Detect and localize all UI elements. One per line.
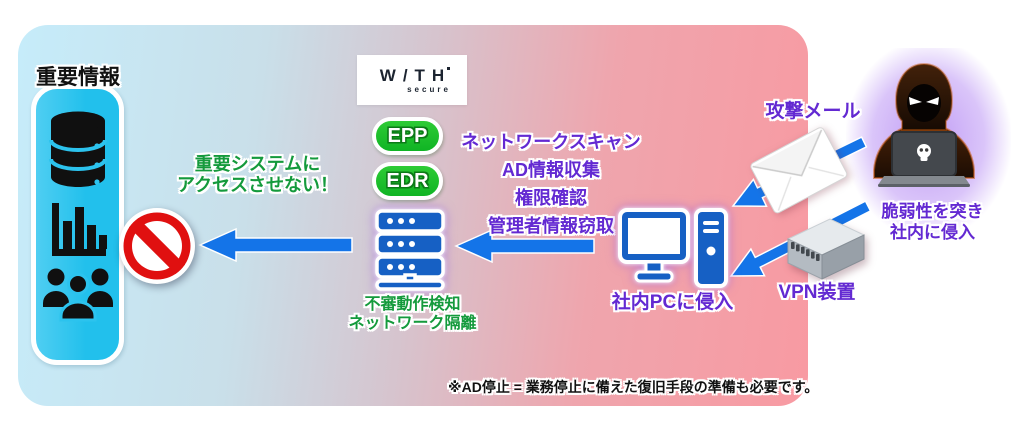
pc-caption: 社内PCに侵入 xyxy=(611,292,734,313)
hacker-caption-line2: 社内に侵入 xyxy=(890,223,975,242)
hacker-icon xyxy=(856,58,996,195)
detection-line1: 不審動作検知 xyxy=(364,296,461,313)
users-icon xyxy=(31,266,124,322)
attack-step: 権限確認 xyxy=(515,188,587,208)
prohibition-icon xyxy=(118,207,196,290)
block-message-line1: 重要システムに xyxy=(194,154,321,174)
withsecure-logo-brand: W/TH xyxy=(373,66,451,86)
company-pc-icon xyxy=(618,208,730,297)
footnote: ※AD停止 = 業務停止に備えた復旧手段の準備も必要です。 xyxy=(448,379,819,395)
important-info-label: 重要情報 xyxy=(36,66,120,89)
vpn-device-icon xyxy=(768,215,868,292)
bar-chart-icon xyxy=(31,200,124,258)
block-message-line2: アクセスさせない！ xyxy=(176,175,339,195)
vpn-caption: VPN装置 xyxy=(778,282,856,303)
epp-badge: EPP xyxy=(372,117,443,155)
detection-line2: ネットワーク隔離 xyxy=(348,315,477,332)
edr-badge: EDR xyxy=(372,162,443,200)
mail-caption: 攻撃メール xyxy=(765,101,861,122)
withsecure-logo: W/TH secure xyxy=(357,55,467,105)
hacker-caption-line1: 脆弱性を突き xyxy=(881,202,984,221)
block-message: 重要システムに アクセスさせない！ xyxy=(160,154,355,196)
edr-server-icon xyxy=(374,209,446,296)
attack-step: ネットワークスキャン xyxy=(461,132,641,152)
attack-steps-list: ネットワークスキャン AD情報収集 権限確認 管理者情報窃取 xyxy=(445,128,657,240)
database-icon xyxy=(31,110,124,190)
detection-message: 不審動作検知 ネットワーク隔離 xyxy=(330,295,495,333)
attack-step: 管理者情報窃取 xyxy=(488,216,614,236)
attack-step: AD情報収集 xyxy=(502,160,600,180)
mail-envelope-icon xyxy=(748,125,852,220)
hacker-caption: 脆弱性を突き 社内に侵入 xyxy=(860,201,1005,243)
withsecure-logo-sub: secure xyxy=(407,85,451,94)
